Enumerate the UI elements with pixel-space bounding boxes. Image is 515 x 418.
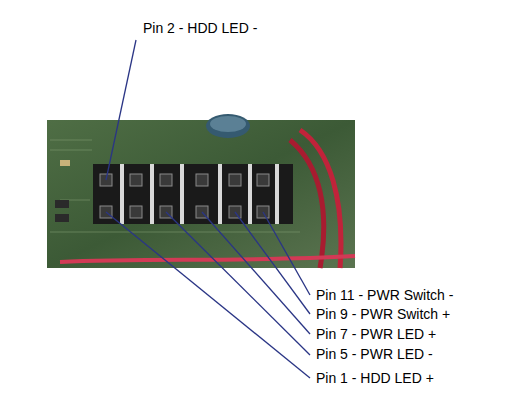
pin-label: Pin 7 - PWR LED + [316,326,436,342]
header-dividers [120,164,279,224]
pcb-board [47,120,355,268]
pin-sockets [100,174,269,218]
leader-line [106,212,310,378]
leader-line [263,212,310,295]
leader-line [202,212,310,334]
smd-part [60,160,70,166]
smd-part [55,214,69,222]
pin-label: Pin 1 - HDD LED + [316,370,434,386]
capacitor [206,114,250,138]
pin-header [93,164,293,224]
pin-label: Pin 2 - HDD LED - [143,20,257,36]
wire [60,256,355,262]
leader-line [166,212,310,355]
wire [290,140,324,268]
smd-part [55,200,69,208]
leader-line [235,212,310,314]
leader-line [106,40,136,180]
capacitor-top [210,116,246,132]
pin-label: Pin 11 - PWR Switch - [316,287,453,303]
pin-label: Pin 9 - PWR Switch + [316,306,450,322]
pin-label: Pin 5 - PWR LED - [316,346,433,362]
pcb-traces [50,140,300,232]
leader-lines [106,40,310,378]
